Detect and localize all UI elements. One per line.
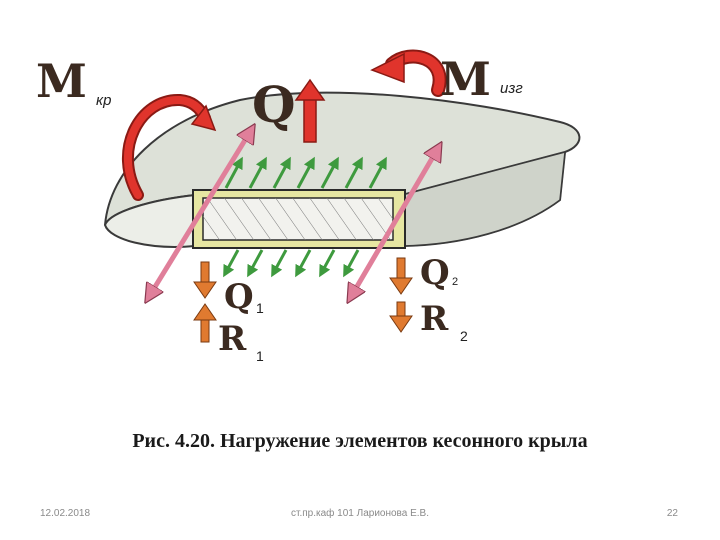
reaction-2-index: 2 [460,328,468,344]
shear-force-1-index: 1 [256,300,264,316]
shear-force-2-index: 2 [452,276,459,288]
reaction-1-index: 1 [256,348,264,364]
reaction-1-symbol: R [218,319,247,359]
torque-moment-subscript: кр [96,92,112,109]
caisson-hatching [203,198,393,240]
wing-caisson-diagram [103,49,581,343]
bending-moment-arrow-head [370,52,405,84]
shear-force-1-symbol: Q [224,277,254,317]
pink-arrow-left-spar [150,132,250,295]
bending-moment-symbol: M [440,52,491,106]
footer-author: ст.пр.каф 101 Ларионова Е.В. [291,508,429,519]
torque-moment-symbol: M [36,54,87,108]
torque-arrow-head [190,104,217,132]
r2-arrow [389,301,413,333]
q2-arrow [389,257,413,295]
figure-caption: Рис. 4.20. Нагружение элементов кесонног… [132,430,588,452]
footer-page-number: 22 [666,508,678,519]
green-shear-arrows-bottom [223,249,360,278]
reaction-2-symbol: R [420,299,449,339]
r1-arrow [193,303,217,343]
bending-moment-subscript: изг [500,80,523,97]
lift-force-symbol: Q [252,75,296,134]
shear-force-2-symbol: Q [420,253,450,293]
q1-arrow [193,261,217,299]
lift-force-arrow [294,78,326,143]
footer-date: 12.02.2018 [40,508,91,519]
pink-arrow-right-spar [352,150,437,295]
